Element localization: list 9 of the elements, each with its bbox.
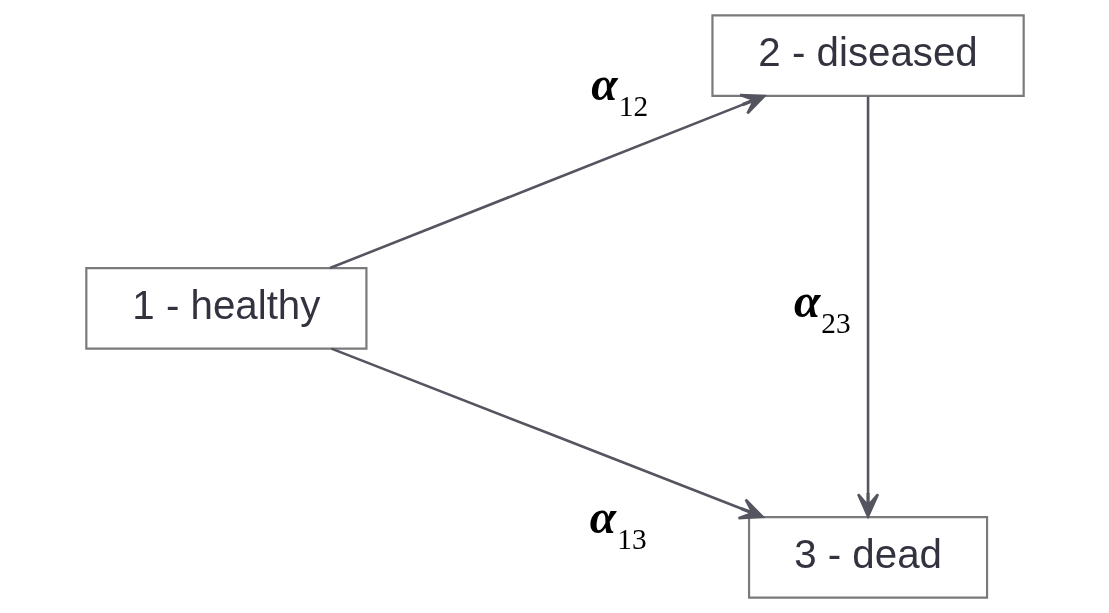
edge-label: α$_{23}$ [793,275,851,340]
arrow [330,347,764,520]
arrow [856,96,879,518]
node-box: 1 - healthy [84,266,368,350]
arrow [329,93,766,270]
node-box: 2 - diseased [710,14,1025,98]
edge-label: α$_{12}$ [590,57,648,122]
edge-label: α$_{13}$ [589,491,647,556]
node-box: 3 - dead [747,515,988,599]
